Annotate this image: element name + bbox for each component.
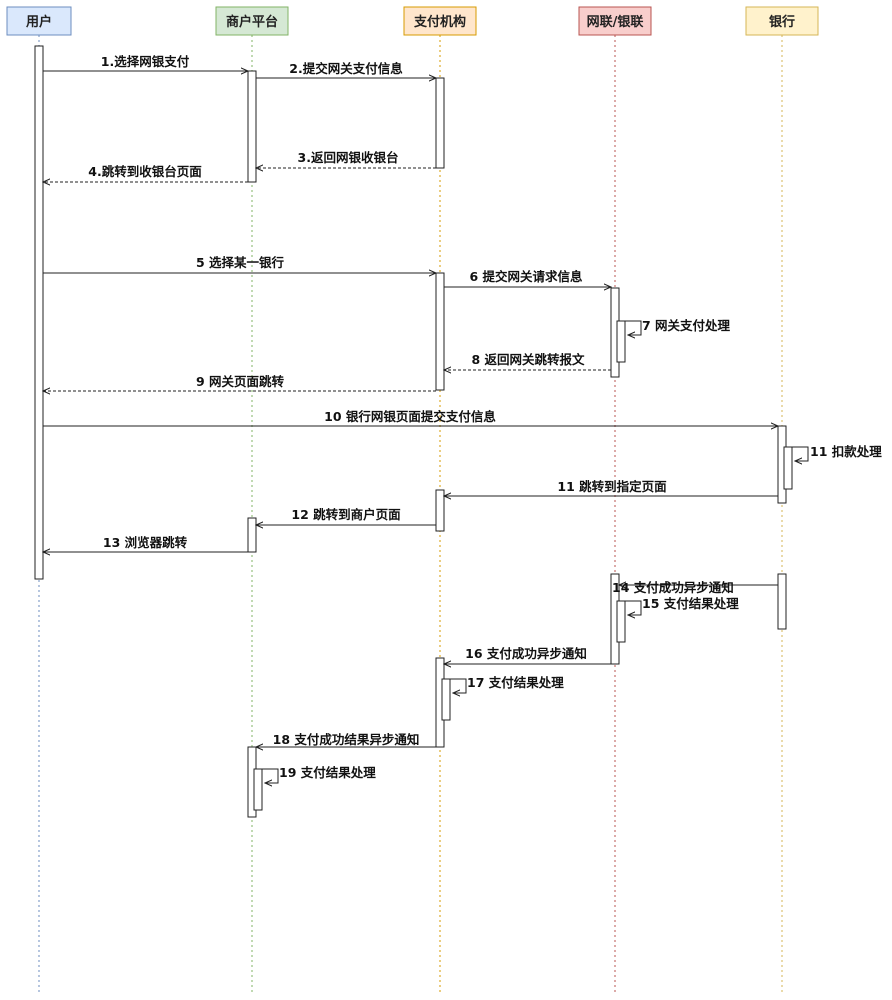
participant-label-user: 用户 <box>25 14 52 30</box>
activation-bar-netunion <box>616 600 626 643</box>
message-arrow-20 <box>256 768 279 783</box>
activation-bar-user <box>34 45 44 580</box>
message-label-15: 14 支付成功异步通知 <box>612 580 734 595</box>
message-label-18: 17 支付结果处理 <box>467 675 564 690</box>
participant-box-bank <box>745 6 819 36</box>
participant-box-merchant <box>215 6 289 36</box>
message-label-20: 19 支付结果处理 <box>279 765 376 780</box>
message-label-16: 15 支付结果处理 <box>642 596 739 611</box>
participant-box-netunion <box>578 6 652 36</box>
message-label-2: 2.提交网关支付信息 <box>289 61 403 76</box>
message-label-7: 7 网关支付处理 <box>642 318 731 333</box>
activation-bar-payorg <box>435 272 445 391</box>
message-label-17: 16 支付成功异步通知 <box>465 646 587 661</box>
activation-bar-payorg <box>435 489 445 532</box>
message-arrow-18 <box>444 678 467 693</box>
participant-user: 用户 <box>6 6 72 36</box>
participant-bank: 银行 <box>745 6 819 36</box>
participant-box-payorg <box>403 6 477 36</box>
participant-merchant: 商户平台 <box>215 6 289 36</box>
participant-label-payorg: 支付机构 <box>413 14 466 30</box>
activation-bar-payorg <box>435 77 445 169</box>
participant-box-user <box>6 6 72 36</box>
activation-bar-merchant <box>253 768 263 811</box>
message-label-1: 1.选择网银支付 <box>101 54 190 69</box>
message-arrow-7 <box>619 320 642 335</box>
activation-bar-bank <box>777 573 787 630</box>
message-arrow-16 <box>619 600 642 615</box>
message-label-19: 18 支付成功结果异步通知 <box>273 732 420 747</box>
activation-bar-netunion <box>616 320 626 363</box>
participant-payorg: 支付机构 <box>403 6 477 36</box>
activation-bar-merchant <box>247 517 257 553</box>
message-label-13: 12 跳转到商户页面 <box>291 507 401 522</box>
message-label-4: 4.跳转到收银台页面 <box>88 164 202 179</box>
message-arrow-11 <box>786 446 809 461</box>
message-label-12: 11 跳转到指定页面 <box>557 479 667 494</box>
participant-label-netunion: 网联/银联 <box>587 14 644 30</box>
participant-label-bank: 银行 <box>769 14 795 30</box>
message-label-9: 9 网关页面跳转 <box>196 374 285 389</box>
message-label-8: 8 返回网关跳转报文 <box>471 352 585 367</box>
activation-bar-payorg <box>441 678 451 721</box>
message-label-10: 10 银行网银页面提交支付信息 <box>324 409 496 424</box>
participant-label-merchant: 商户平台 <box>226 14 278 30</box>
activation-bar-merchant <box>247 70 257 183</box>
message-label-11: 11 扣款处理 <box>810 444 882 459</box>
participant-netunion: 网联/银联 <box>578 6 652 36</box>
message-label-3: 3.返回网银收银台 <box>298 150 399 165</box>
activation-bar-bank <box>783 446 793 490</box>
message-label-5: 5 选择某一银行 <box>196 255 285 270</box>
message-label-6: 6 提交网关请求信息 <box>469 269 583 284</box>
message-label-14: 13 浏览器跳转 <box>103 535 188 550</box>
